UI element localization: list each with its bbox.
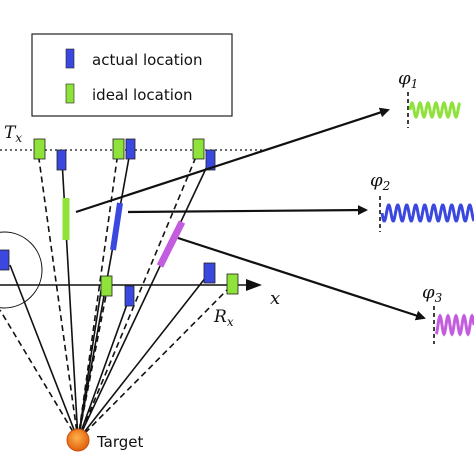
phase-signal-2: φ2 xyxy=(370,170,474,232)
rx-label: Rx xyxy=(213,307,234,329)
legend-box xyxy=(31,33,233,117)
actual-rx-antenna xyxy=(203,262,216,284)
actual-rx-antenna xyxy=(0,249,10,271)
actual-tx-antenna xyxy=(205,149,216,171)
ideal-tx-antenna xyxy=(33,138,46,160)
legend-actual-swatch xyxy=(65,48,75,69)
ideal-tx-antenna xyxy=(112,138,125,160)
ideal-rx-antenna xyxy=(100,275,113,297)
ray-solid xyxy=(77,271,211,441)
phi1-wave xyxy=(408,100,462,120)
arrow-to-phi2 xyxy=(127,205,368,216)
arrow-to-phi3 xyxy=(177,236,426,321)
ray-dashed xyxy=(37,151,79,441)
target-dot xyxy=(66,428,90,452)
phi2-label: φ2 xyxy=(370,170,390,193)
ray-dashed xyxy=(77,284,233,441)
ray-dashed xyxy=(0,309,79,441)
phi3-wave xyxy=(434,313,474,337)
blue-ray-segment xyxy=(110,202,123,251)
ray-dashed xyxy=(77,284,109,441)
actual-rx-antenna xyxy=(124,285,135,307)
ray-dashed xyxy=(77,151,199,441)
phase-signal-3: φ3 xyxy=(422,282,474,344)
actual-tx-antenna xyxy=(56,149,67,171)
ray-solid xyxy=(9,264,79,441)
ideal-tx-antenna xyxy=(192,138,205,160)
target-label: Target xyxy=(96,433,144,451)
phi3-label: φ3 xyxy=(422,282,443,305)
antennas xyxy=(0,138,239,307)
x-axis-label: x xyxy=(270,288,280,309)
phi2-wave xyxy=(380,203,474,223)
phi1-label: φ1 xyxy=(398,68,418,91)
ray-solid xyxy=(77,159,211,441)
legend-ideal-label: ideal location xyxy=(92,86,193,104)
x-axis-arrowhead xyxy=(246,279,262,291)
ray-solid xyxy=(77,277,104,441)
legend-actual-label: actual location xyxy=(92,51,202,69)
phase-signal-1: φ1 xyxy=(398,68,462,128)
ray-solid xyxy=(77,295,131,441)
aperture-circle xyxy=(0,231,43,309)
actual-tx-antenna xyxy=(125,138,136,160)
ray-lines xyxy=(0,151,233,441)
purple-ray-segment xyxy=(156,220,186,268)
ideal-rx-antenna xyxy=(226,273,239,295)
arrow-to-phi1 xyxy=(75,107,390,214)
legend-ideal-swatch xyxy=(65,83,75,104)
tx-label: Tx xyxy=(4,123,22,145)
legend: actual location ideal location xyxy=(31,33,233,117)
